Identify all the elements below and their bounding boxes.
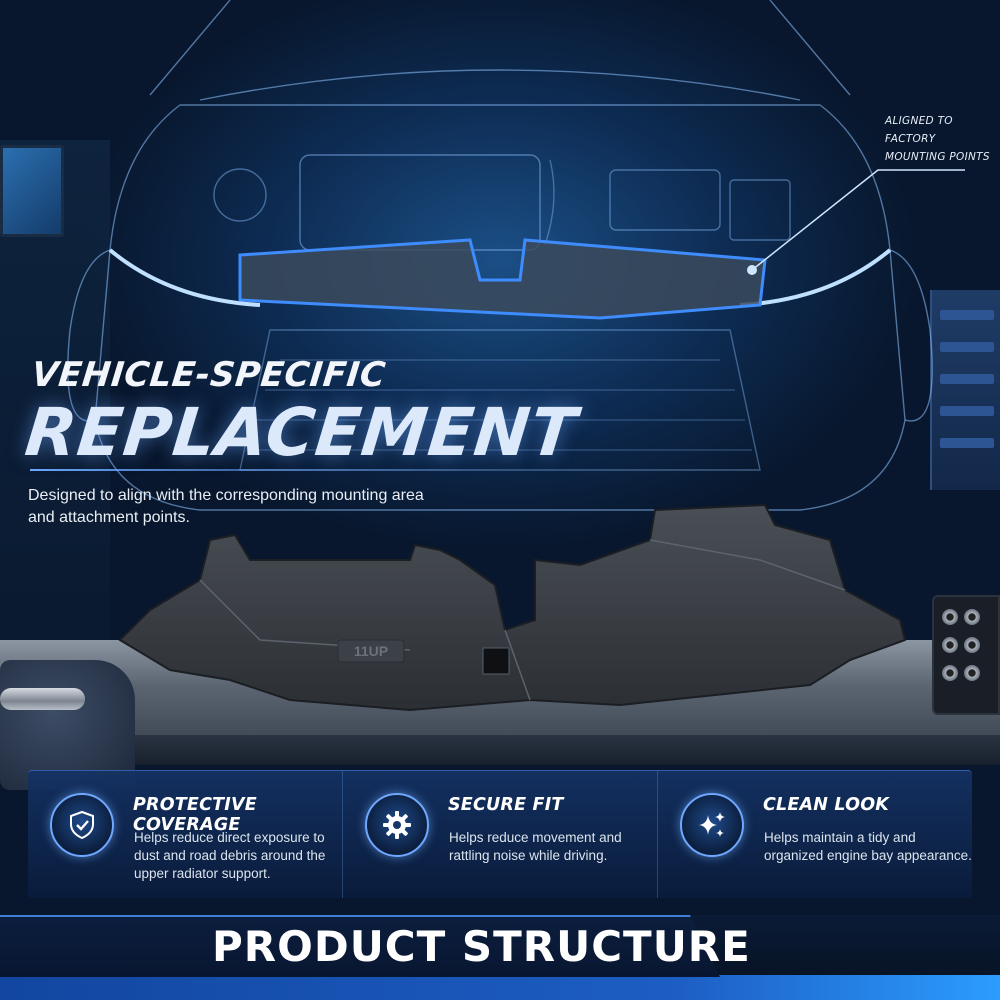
section-banner [0,915,720,977]
sparkle-icon [680,793,744,857]
socket [942,609,958,625]
part-logo-plate [337,639,405,663]
right-fender [889,249,933,422]
hose [544,159,555,246]
shield-check-icon [50,793,114,857]
installed-shield [238,238,767,320]
feature-title: CLEAN LOOK [763,795,890,815]
headline-line1: VEHICLE-SPECIFIC [29,355,388,395]
cabinet-drawer [940,438,994,448]
banner-accent-strip [680,975,1000,1000]
hood-rear-line [199,69,801,101]
shop-towel [0,660,135,790]
headline-description: Designed to align with the corresponding… [28,487,424,526]
left-fender [67,249,111,422]
fuse-box [729,179,791,241]
socket [964,637,980,653]
callout-line [751,169,965,271]
feature-panel: PROTECTIVE COVERAGE Helps reduce direct … [28,770,972,898]
feature-secure-fit: SECURE FIT Helps reduce movement and rat… [342,771,657,898]
radiator-shield-part: 11UP [118,503,907,712]
cabinet-drawer [940,310,994,320]
banner-accent-strip [0,977,690,1000]
socket [942,637,958,653]
workbench-edge [0,735,1000,765]
part-clip-hole [482,647,510,675]
cabinet-drawer [940,406,994,416]
engine-cover [299,154,541,251]
headline: VEHICLE-SPECIFIC REPLACEMENT [21,355,585,471]
socket-tray [932,595,1000,715]
hood-edge [149,0,851,96]
cabinet-drawer [940,342,994,352]
socket [964,665,980,681]
tool-cabinet [930,290,1000,490]
mounting-callout: ALIGNED TO FACTORY MOUNTING POINTS [885,115,990,163]
socket [964,609,980,625]
grille [239,329,761,471]
gear-icon [365,793,429,857]
grille-lines [248,359,752,451]
engine-component [609,169,721,231]
part-body [118,503,907,712]
garage-monitor [0,145,64,237]
wrench-tool [0,688,85,710]
headline-divider [30,469,500,471]
part-logo: 11UP [354,643,388,659]
reservoir [213,168,267,222]
feature-description: Helps maintain a tidy and organized engi… [764,830,972,863]
feature-title: PROTECTIVE COVERAGE [133,795,257,835]
headline-line2: REPLACEMENT [21,394,581,471]
feature-clean-look: CLEAN LOOK Helps maintain a tidy and org… [657,771,972,898]
car-wireframe [67,0,965,511]
socket [942,665,958,681]
cabinet-drawer [940,374,994,384]
feature-description: Helps reduce movement and rattling noise… [449,830,622,863]
feature-title: SECURE FIT [448,795,564,815]
feature-description: Helps reduce direct exposure to dust and… [134,830,326,881]
section-title: PRODUCT STRUCTURE [212,922,751,971]
feature-protective-coverage: PROTECTIVE COVERAGE Helps reduce direct … [28,771,342,898]
left-headlight [108,248,261,307]
